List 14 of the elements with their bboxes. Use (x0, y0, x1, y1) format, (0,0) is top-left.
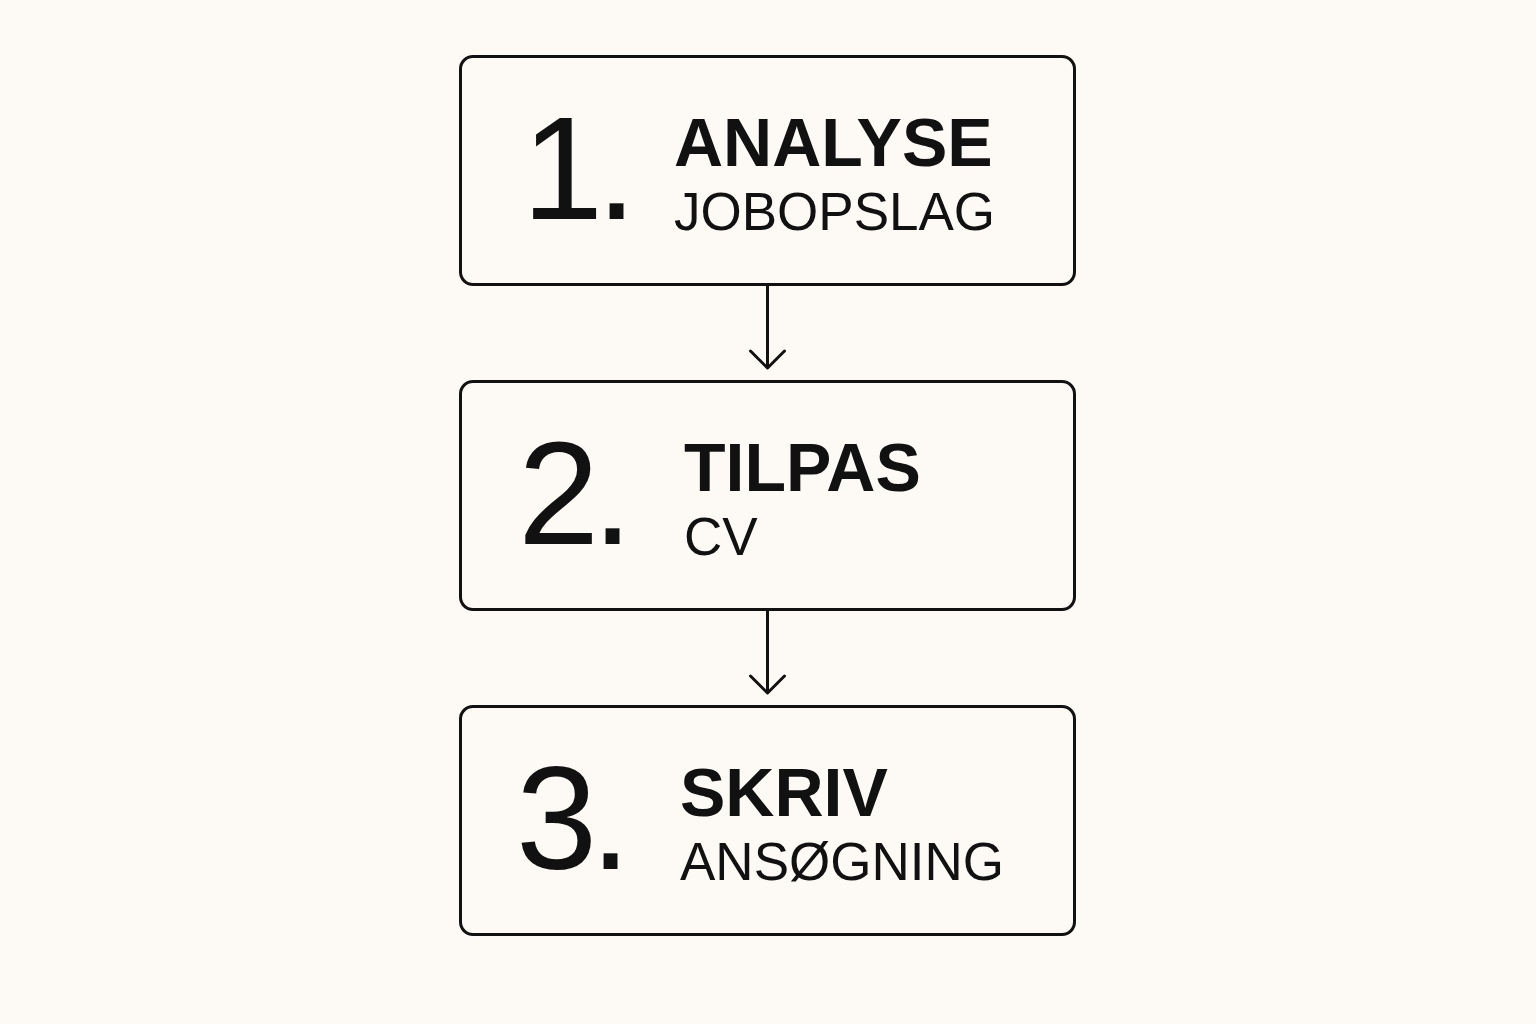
step-box (459, 705, 1076, 936)
step-subtitle: JOBOPSLAG (674, 185, 996, 238)
step-title: SKRIV (680, 758, 888, 826)
arrow (749, 611, 786, 695)
step-subtitle: CV (684, 510, 758, 563)
step-subtitle: ANSØGNING (680, 835, 1004, 888)
step-number: 1. (522, 96, 630, 242)
step-box (459, 55, 1076, 286)
arrow (749, 286, 786, 370)
step-number: 2. (518, 421, 626, 567)
step-title: ANALYSE (674, 108, 993, 176)
step-box (459, 380, 1076, 611)
step-number: 3. (516, 746, 624, 892)
step-title: TILPAS (684, 433, 921, 501)
